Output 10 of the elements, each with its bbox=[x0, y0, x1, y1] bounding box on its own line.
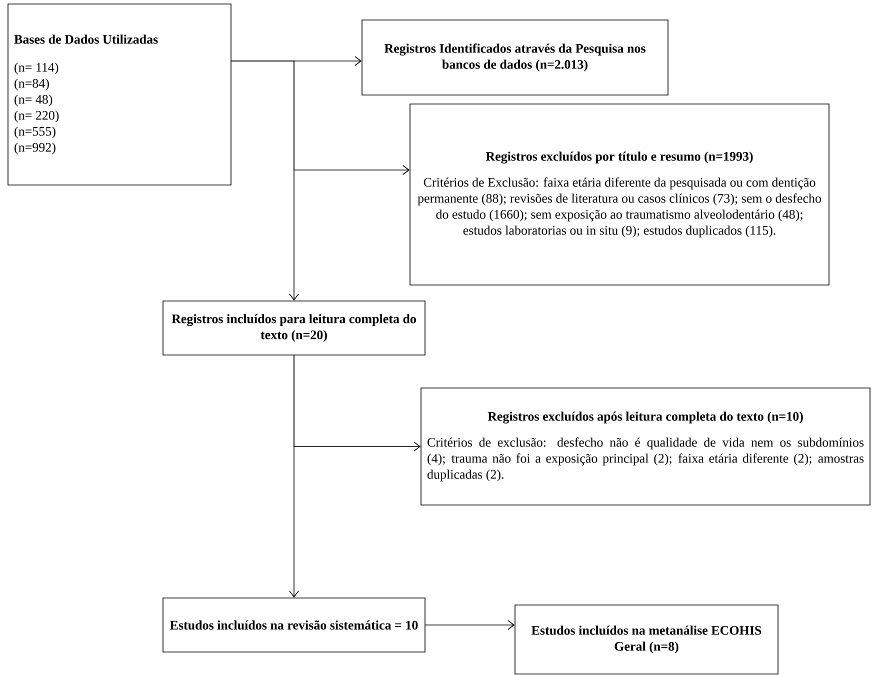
arrow bbox=[425, 620, 515, 630]
process-box: Registros Identificados através da Pesquisa nos bancos de dados (n=2.013) bbox=[362, 20, 668, 96]
process-box: Estudos incluídos na revisão sistemática = 10 bbox=[162, 598, 426, 652]
process-box: Registros incluídos para leitura completa do texto (n=20) bbox=[162, 300, 426, 356]
process-box: Registros excluídos por título e resumo (n=1993) Critérios de Exclusão: faixa etária diferente da pesquisada ou com dentição permanente (88); revisões de literatura ou casos clínicos (73); sem o desfecho do estudo (1660); sem exposição ao traumatismo alveolodentário (48); estudos laboratorias ou in situ (9); estudos duplicados (115). bbox=[410, 104, 830, 286]
process-box: Bases de Dados Utilizadas (n= 114) (n=84) (n= 48) (n= 220) (n=555) (n=992) bbox=[8, 4, 232, 186]
arrow bbox=[289, 355, 299, 598]
process-box: Registros excluídos após leitura completa do texto (n=10) Critérios de exclusão: desfecho não é qualidade de vida nem os subdomínios (4); trauma não foi a exposição principal (2); faixa etária diferente (2); amostras duplicadas (2). bbox=[420, 388, 870, 506]
process-box: Estudos incluídos na metanálise ECOHIS Geral (n=8) bbox=[514, 604, 778, 674]
arrow bbox=[231, 60, 299, 301]
